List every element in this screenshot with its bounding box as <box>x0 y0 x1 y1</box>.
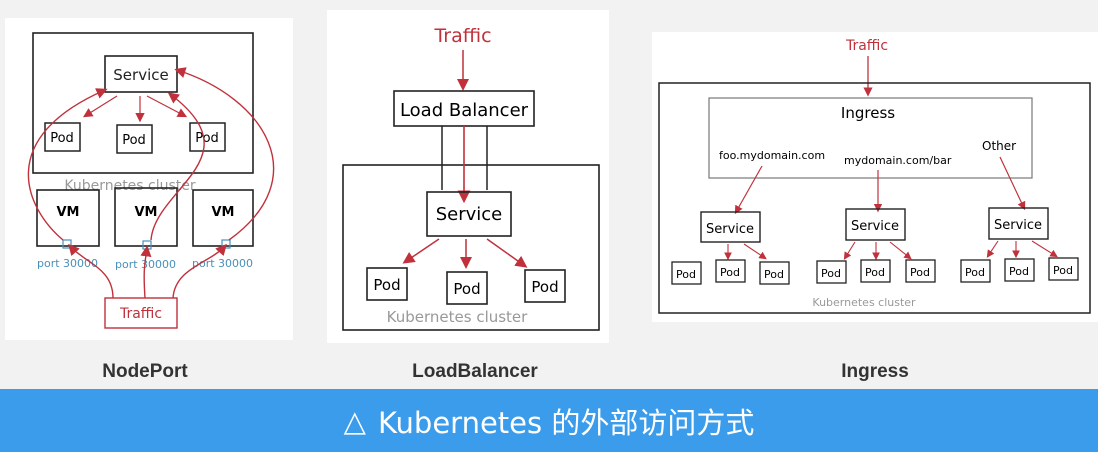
service-group: Service Service Service <box>700 207 1049 243</box>
traffic-routes <box>27 67 275 299</box>
port-label: port 30000 <box>192 257 253 270</box>
pod-text: Pod <box>1009 265 1029 278</box>
vm-text: VM <box>135 205 158 220</box>
service-to-pod-arrows <box>402 238 528 269</box>
pod-text: Pod <box>965 266 985 279</box>
rule-to-service-arrows <box>734 156 1026 215</box>
nodeport-diagram: Service Pod Pod Pod Kubernetes cluster V… <box>5 18 293 340</box>
ingress-diagram: Traffic Ingress foo.mydomain.com mydomai… <box>652 32 1098 322</box>
pod-group: Pod Pod Pod Pod Pod Pod Pod Pod Pod <box>671 257 1079 285</box>
vm-text: VM <box>212 205 235 220</box>
service-to-pod-arrows <box>724 240 1058 261</box>
traffic-text: Traffic <box>433 25 491 47</box>
pod-text: Pod <box>1053 264 1073 277</box>
port-label: port 30000 <box>115 258 176 271</box>
cluster-label: Kubernetes cluster <box>387 308 529 326</box>
traffic-text: Traffic <box>845 38 888 54</box>
label-ingress: Ingress <box>841 361 909 382</box>
label-loadbalancer: LoadBalancer <box>412 361 538 382</box>
service-text: Service <box>706 222 754 237</box>
pod-text: Pod <box>373 276 400 294</box>
service-to-pod-arrows <box>82 95 188 123</box>
rule-foo: foo.mydomain.com <box>719 149 825 162</box>
cluster-label: Kubernetes cluster <box>812 296 916 309</box>
pod-text: Pod <box>821 267 841 280</box>
pod-group: Pod Pod Pod <box>366 267 566 305</box>
service-text: Service <box>113 66 168 84</box>
rule-bar: mydomain.com/bar <box>844 154 952 167</box>
pod-text: Pod <box>453 280 480 298</box>
service-text: Service <box>994 218 1042 233</box>
port-labels: port 30000 port 30000 port 30000 <box>37 257 253 271</box>
nodeport-svg: Service Pod Pod Pod Kubernetes cluster V… <box>27 32 275 329</box>
pod-text: Pod <box>764 268 784 281</box>
pod-text: Pod <box>122 133 146 148</box>
triangle-outline-icon: △ <box>343 403 366 438</box>
pod-text: Pod <box>50 131 74 146</box>
vm-group: VM VM VM <box>36 187 254 247</box>
pod-text: Pod <box>910 266 930 279</box>
ingress-svg: Traffic Ingress foo.mydomain.com mydomai… <box>658 38 1091 314</box>
loadbalancer-diagram: Traffic Load Balancer Service Pod Pod Po… <box>327 10 609 343</box>
label-nodeport: NodePort <box>102 361 188 382</box>
cluster-box <box>658 82 1091 314</box>
pod-text: Pod <box>865 266 885 279</box>
cluster-label: Kubernetes cluster <box>64 178 196 194</box>
service-text: Service <box>436 204 503 225</box>
pod-text: Pod <box>195 131 219 146</box>
port-boxes <box>62 239 231 250</box>
service-box <box>426 191 512 237</box>
cluster-box <box>342 164 600 331</box>
service-text: Service <box>851 219 899 234</box>
rule-other: Other <box>982 139 1016 153</box>
loadbalancer-svg: Traffic Load Balancer Service Pod Pod Po… <box>342 25 600 331</box>
traffic-box <box>104 297 178 329</box>
pod-text: Pod <box>720 266 740 279</box>
caption-text: Kubernetes 的外部访问方式 <box>377 405 755 440</box>
ingress-text: Ingress <box>841 104 895 122</box>
pod-text: Pod <box>676 268 696 281</box>
load-balancer-text: Load Balancer <box>400 100 529 121</box>
pod-text: Pod <box>531 278 558 296</box>
pod-group: Pod Pod Pod <box>44 122 226 154</box>
ingress-box <box>708 97 1033 179</box>
vm-text: VM <box>57 205 80 220</box>
caption-bar: △ Kubernetes 的外部访问方式 <box>0 389 1098 452</box>
cluster-box <box>32 32 254 174</box>
port-label: port 30000 <box>37 257 98 270</box>
traffic-text: Traffic <box>119 306 162 322</box>
